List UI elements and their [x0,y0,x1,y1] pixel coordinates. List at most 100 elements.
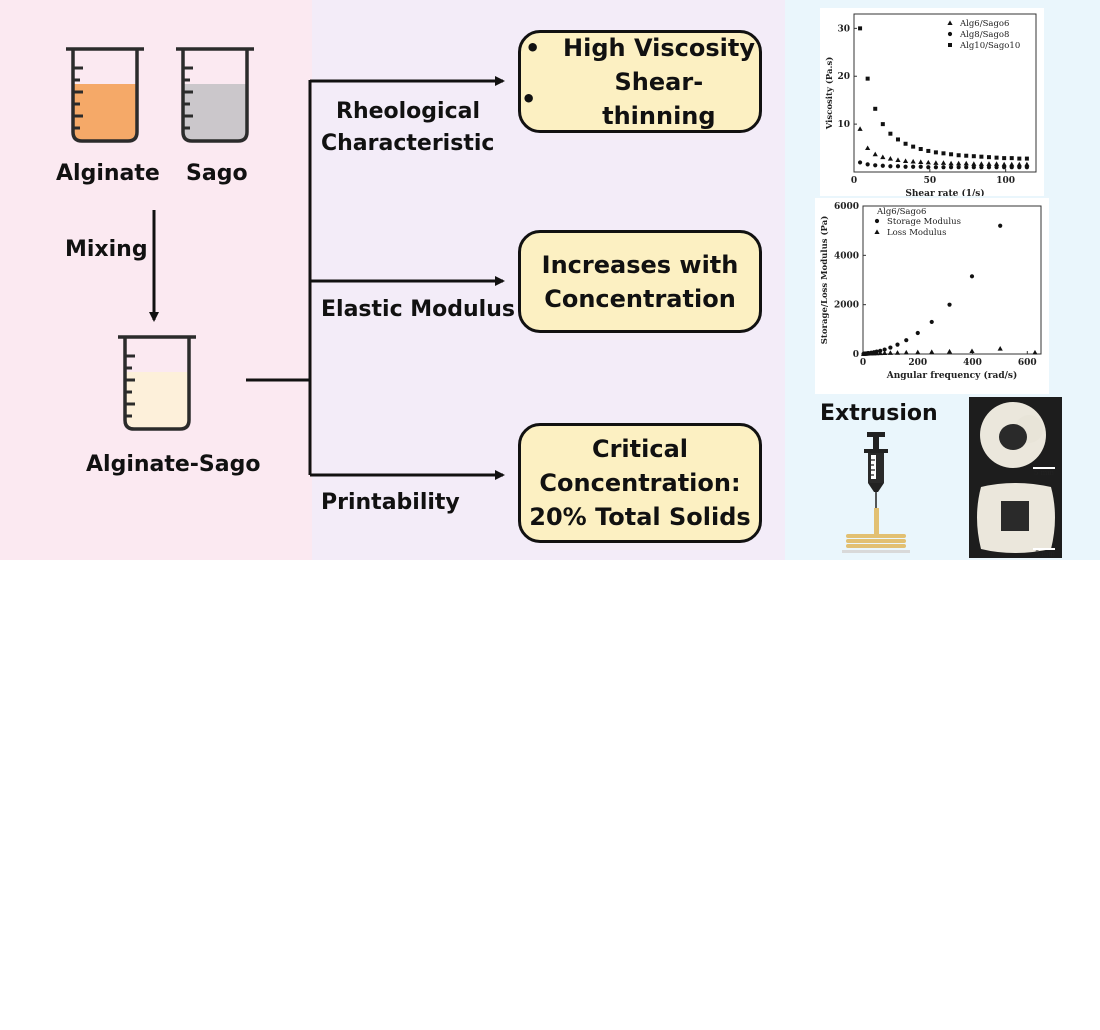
extrusion-label: Extrusion [820,401,938,426]
flow-connectors [149,76,505,480]
y-tick-label: 0 [853,350,859,360]
syringe-printer-icon [842,432,910,553]
printed-square-photo: 5 mm [969,477,1062,558]
data-point [895,137,900,142]
left-panel-background [0,0,312,560]
branch-label-rheology-line2: Characteristic [321,131,495,156]
legend-marker [874,218,880,224]
data-point [929,319,934,325]
x-tick-label: 0 [851,176,857,186]
data-point [925,159,931,165]
sago-beaker-icon [176,47,254,143]
bullet-text: Shear-thinning [602,67,716,130]
data-point [904,338,909,343]
bullet-row: •High Viscosity [525,31,755,65]
alginate-label: Alginate [56,161,160,186]
x-tick-label: 50 [924,176,937,186]
x-tick-label: 600 [1018,358,1037,368]
data-point [964,153,969,158]
data-point [949,152,954,157]
branch-label-elastic: Elastic Modulus [321,297,515,322]
bullet-text: High Viscosity [563,33,755,62]
y-tick-label: 4000 [834,251,859,261]
sago-label: Sago [186,161,248,186]
data-point [947,302,952,307]
legend-entry: Alg8/Sago8 [959,30,1009,40]
data-point [940,160,947,165]
x-tick-label: 200 [908,358,927,368]
data-point [903,164,908,169]
data-point [877,350,883,356]
data-point [1016,161,1022,167]
box-line: Concentration: [539,469,741,497]
legend-entry: Alg10/Sago10 [959,41,1020,51]
legend-marker [947,31,953,37]
data-point [915,349,921,355]
data-point [998,223,1003,228]
data-point [926,148,931,153]
result-box-rheology: •High Viscosity •Shear-thinning [518,30,762,133]
data-point [979,154,984,159]
mixture-beaker-icon [118,335,196,431]
mixing-label: Mixing [65,237,148,262]
box-line: Concentration [544,284,736,313]
plot-frame [853,13,1037,173]
data-point [895,164,901,169]
x-tick-label: 100 [996,176,1015,186]
bullet-row: •Shear-thinning [521,65,759,133]
data-point [873,106,878,111]
y-axis-label: Viscosity (Pa.s) [824,57,835,131]
data-point [986,161,992,166]
mixture-label: Alginate-Sago [86,452,261,477]
branch-label-printability: Printability [321,490,460,515]
data-point [948,160,954,166]
data-point [986,165,992,170]
data-point [993,161,1000,166]
data-point [997,345,1003,351]
data-point [1001,161,1007,167]
data-point [880,163,885,168]
data-point [994,155,999,160]
data-point [941,151,946,156]
data-point [882,347,887,352]
data-point [963,160,969,166]
scale-bar-label: 5 mm [1035,550,1055,558]
data-point [956,160,962,166]
data-point [929,349,935,355]
data-point [1024,165,1029,170]
data-point [857,160,863,165]
x-axis-label: Shear rate (1/s) [905,188,984,196]
data-point [1009,156,1014,161]
data-point [1032,349,1038,355]
data-point [994,165,999,170]
y-tick-label: 10 [837,120,850,130]
data-point [887,155,893,161]
data-point [933,165,938,170]
legend-marker [947,20,953,25]
data-point [1017,156,1022,161]
y-tick-label: 20 [837,72,850,82]
data-point [979,165,984,170]
plot-frame [862,205,1042,355]
legend-entry: Alg6/Sago6 [959,19,1009,29]
data-point [880,122,885,127]
printed-ring-photo: 5 mm [969,397,1062,477]
data-point [888,131,893,136]
data-point [865,145,871,151]
data-point [874,350,880,356]
data-point [969,348,975,354]
data-point [888,345,893,350]
data-point [887,350,893,355]
y-tick-label: 2000 [834,301,859,311]
data-point [858,26,863,31]
alginate-beaker-icon [66,47,144,143]
data-point [888,164,893,169]
data-point [915,330,920,336]
data-point [918,147,923,152]
box-line: 20% Total Solids [529,503,751,531]
legend-entry: Loss Modulus [887,228,946,238]
data-point [873,163,878,168]
data-point [1002,165,1007,170]
data-point [918,164,923,169]
